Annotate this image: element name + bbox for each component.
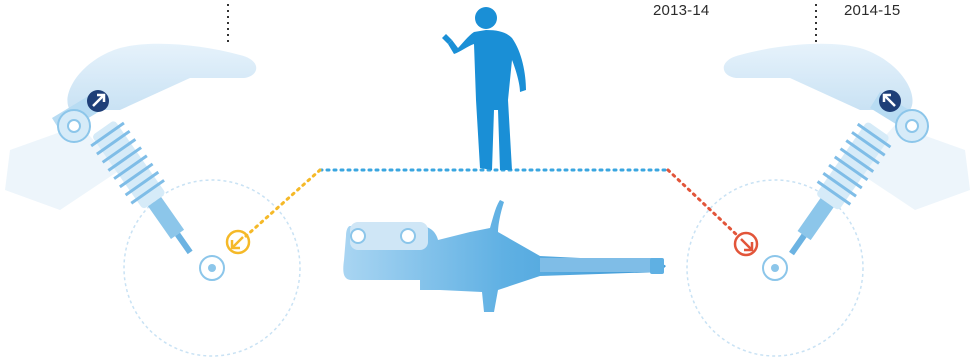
- year-label-left: 2013-14: [653, 2, 709, 19]
- arrow-up-right-icon: [87, 90, 109, 112]
- person-silhouette: [442, 7, 526, 170]
- left-suspension-assembly: [5, 44, 300, 356]
- arrow-up-left-icon: [879, 90, 901, 112]
- strut-part: [343, 200, 666, 312]
- right-coil-spring: [775, 118, 895, 265]
- left-yellow-dotted-line: [246, 170, 320, 236]
- arrow-down-right-icon: [735, 233, 757, 255]
- year-label-right: 2014-15: [844, 2, 900, 19]
- right-suspension-assembly: [687, 44, 970, 356]
- left-coil-spring: [87, 116, 207, 263]
- right-red-dotted-line: [668, 170, 738, 236]
